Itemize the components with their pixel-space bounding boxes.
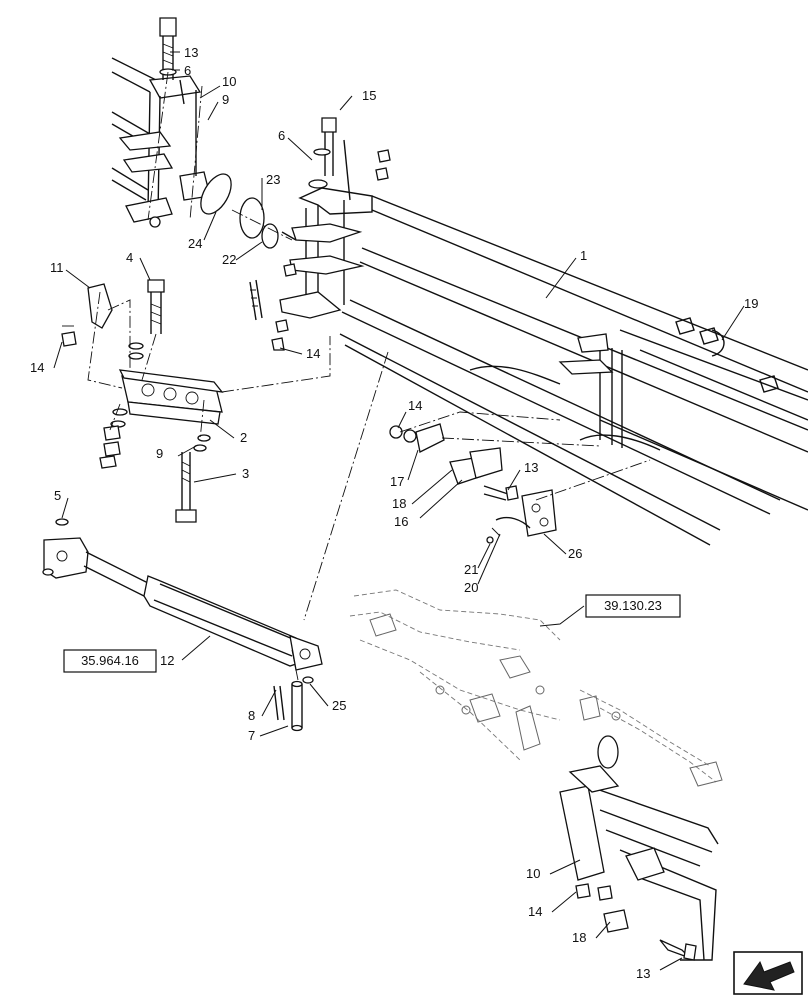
label-18-bracket: 18: [392, 496, 406, 511]
boom-upper-left-section: [111, 57, 211, 228]
label-9-top: 9: [222, 92, 229, 107]
bolt-4: [147, 279, 165, 334]
label-5: 5: [54, 488, 61, 503]
boom-truss-assembly: [279, 139, 808, 546]
washer-22: [261, 223, 279, 249]
label-13-bottom: 13: [636, 966, 650, 981]
ghost-reference-assembly: [349, 589, 723, 787]
reference-code-35-964-16[interactable]: 35.964.16: [81, 653, 139, 668]
label-4: 4: [126, 250, 133, 265]
label-6-frame: 6: [278, 128, 285, 143]
label-7: 7: [248, 728, 255, 743]
label-10-bottom: 10: [526, 866, 540, 881]
nut-stack-top: [249, 149, 391, 351]
label-6-top: 6: [184, 63, 191, 78]
label-8: 8: [248, 708, 255, 723]
label-1: 1: [580, 248, 587, 263]
label-16: 16: [394, 514, 408, 529]
reference-35-964-16[interactable]: 35.964.16: [63, 649, 157, 673]
label-14-frame: 14: [306, 346, 320, 361]
bolt-3: [175, 452, 197, 523]
boom-lower-right-detail: [559, 735, 719, 961]
bolt-13-top: [159, 17, 177, 80]
label-25: 25: [332, 698, 346, 713]
pivot-bracket-assembly: [389, 423, 557, 544]
label-14-bottom: 14: [528, 904, 542, 919]
label-17: 17: [390, 474, 404, 489]
label-21: 21: [464, 562, 478, 577]
label-9-mid: 9: [156, 446, 163, 461]
label-15: 15: [362, 88, 376, 103]
reference-code-39-130-23[interactable]: 39.130.23: [604, 598, 662, 613]
label-14-left: 14: [30, 360, 44, 375]
label-18-bottom: 18: [572, 930, 586, 945]
label-23: 23: [266, 172, 280, 187]
hydraulic-cylinder: [43, 537, 323, 671]
label-14-bracket: 14: [408, 398, 422, 413]
label-12: 12: [160, 653, 174, 668]
part-number-labels: 13 6 10 9 15 6 23 24 22 11 4 1 19 14 14 …: [30, 45, 758, 981]
label-19: 19: [744, 296, 758, 311]
label-24: 24: [188, 236, 202, 251]
label-13-top: 13: [184, 45, 198, 60]
nut-14-left: [61, 331, 77, 347]
label-20: 20: [464, 580, 478, 595]
label-2: 2: [240, 430, 247, 445]
bracket-11: [87, 283, 113, 329]
cylinder-pin: [273, 676, 314, 732]
label-13-bracket: 13: [524, 460, 538, 475]
label-26: 26: [568, 546, 582, 561]
label-3: 3: [242, 466, 249, 481]
reference-39-130-23[interactable]: 39.130.23: [585, 594, 681, 618]
gasket-ring: [200, 173, 232, 215]
link-plate-2: [118, 369, 224, 425]
bolt-15: [308, 117, 337, 189]
next-page-arrow-icon[interactable]: [733, 951, 803, 995]
label-leader-lines: [53, 51, 745, 971]
label-22: 22: [222, 252, 236, 267]
mounting-disc: [239, 197, 265, 239]
label-11: 11: [50, 260, 64, 275]
label-10-top: 10: [222, 74, 236, 89]
dash-dot-centerlines: [87, 71, 651, 681]
washer-stack: [99, 342, 144, 469]
